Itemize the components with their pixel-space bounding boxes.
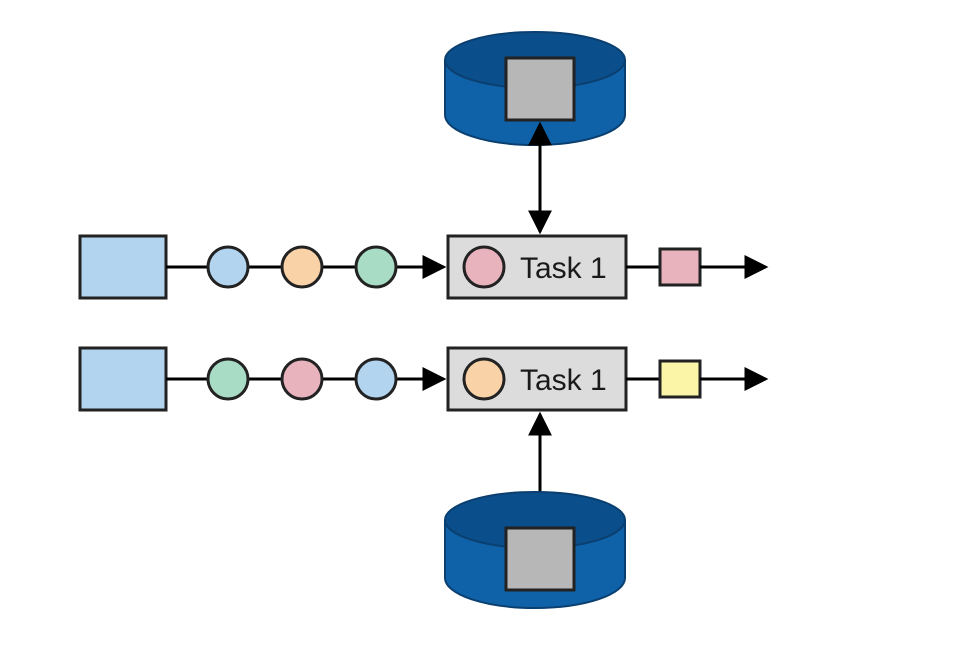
record-circle-blue (206, 245, 250, 289)
bottom-state-square-icon (504, 526, 576, 592)
record-circle-pink-2 (280, 357, 324, 401)
task-label-2: Task 1 (520, 364, 607, 397)
task-record-circle-orange (462, 357, 506, 401)
record-circle-green-2 (206, 357, 250, 401)
output-square-pink (658, 247, 702, 287)
record-circle-blue-2 (354, 357, 398, 401)
top-state-square-icon (504, 56, 576, 122)
record-circle-orange (280, 245, 324, 289)
record-circle-green (354, 245, 398, 289)
source-box-1 (78, 234, 168, 300)
pipeline-row-1: Task 1 (78, 234, 769, 300)
pipeline-row-2: Task 1 (78, 346, 769, 412)
task-record-circle-pink (462, 245, 506, 289)
output-square-yellow (658, 359, 702, 399)
task-label-1: Task 1 (520, 252, 607, 285)
bottom-state-store (444, 491, 626, 609)
source-box-2 (78, 346, 168, 412)
top-state-store (444, 31, 626, 146)
